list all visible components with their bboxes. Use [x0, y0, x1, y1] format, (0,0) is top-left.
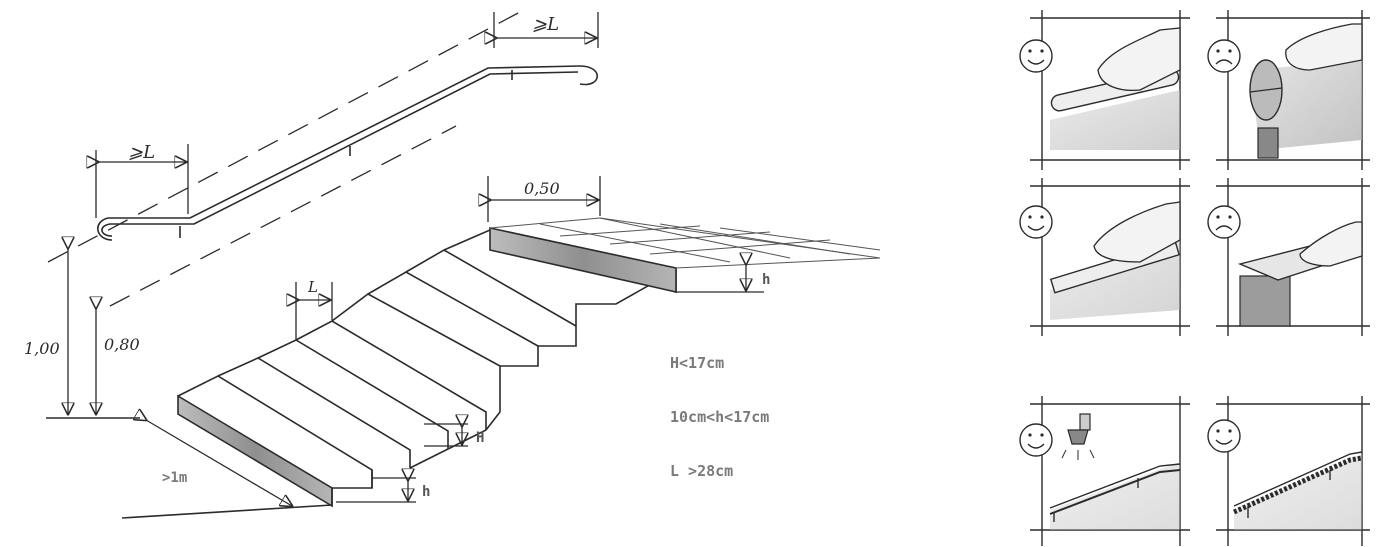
dimension-labels: ⩾L ⩾L 0,50 L 1,00 0,80 — [24, 14, 560, 358]
example-oversized-round — [1207, 23, 1363, 159]
label-H-riser: H — [476, 430, 484, 446]
label-h-top: h — [762, 272, 770, 288]
handrail — [47, 11, 598, 307]
smiley-bad-icon — [1207, 39, 1241, 73]
spec-riser-range: 10cm<h<17cm — [670, 408, 769, 426]
smiley-bad-icon — [1207, 205, 1241, 239]
smiley-good-icon — [1019, 423, 1053, 457]
landing-tiles — [489, 217, 881, 269]
smiley-good-icon — [1019, 205, 1053, 239]
label-ge-l-left: ⩾L — [128, 142, 155, 163]
ground-line — [121, 504, 333, 519]
example-textured-rail — [1207, 419, 1363, 530]
label-width-1m: >1m — [162, 470, 187, 486]
spec-tread-min: L >28cm — [670, 462, 733, 480]
example-square-rail — [1019, 201, 1181, 320]
wall-lamp-icon — [1061, 413, 1095, 460]
smiley-good-icon — [1207, 419, 1241, 453]
label-tread-l: L — [307, 278, 318, 296]
riser-labels: h H h >1m — [162, 272, 770, 500]
label-height-080: 0,80 — [104, 335, 140, 354]
example-flat-board — [1207, 205, 1363, 327]
smiley-good-icon — [1019, 39, 1053, 73]
label-ge-l-top: ⩾L — [532, 14, 559, 35]
dimension-lines — [68, 12, 764, 506]
example-round-rail — [1019, 27, 1181, 150]
spec-riser-max: H<17cm — [670, 354, 724, 372]
label-width-050: 0,50 — [524, 179, 560, 198]
landing-riser — [489, 227, 677, 294]
example-lit-rail — [1019, 413, 1181, 530]
step-1-riser — [177, 394, 333, 508]
label-h-bottom: h — [422, 484, 430, 500]
spec-list: H<17cm 10cm<h<17cm L >28cm — [670, 354, 769, 480]
label-height-100: 1,00 — [24, 339, 60, 358]
